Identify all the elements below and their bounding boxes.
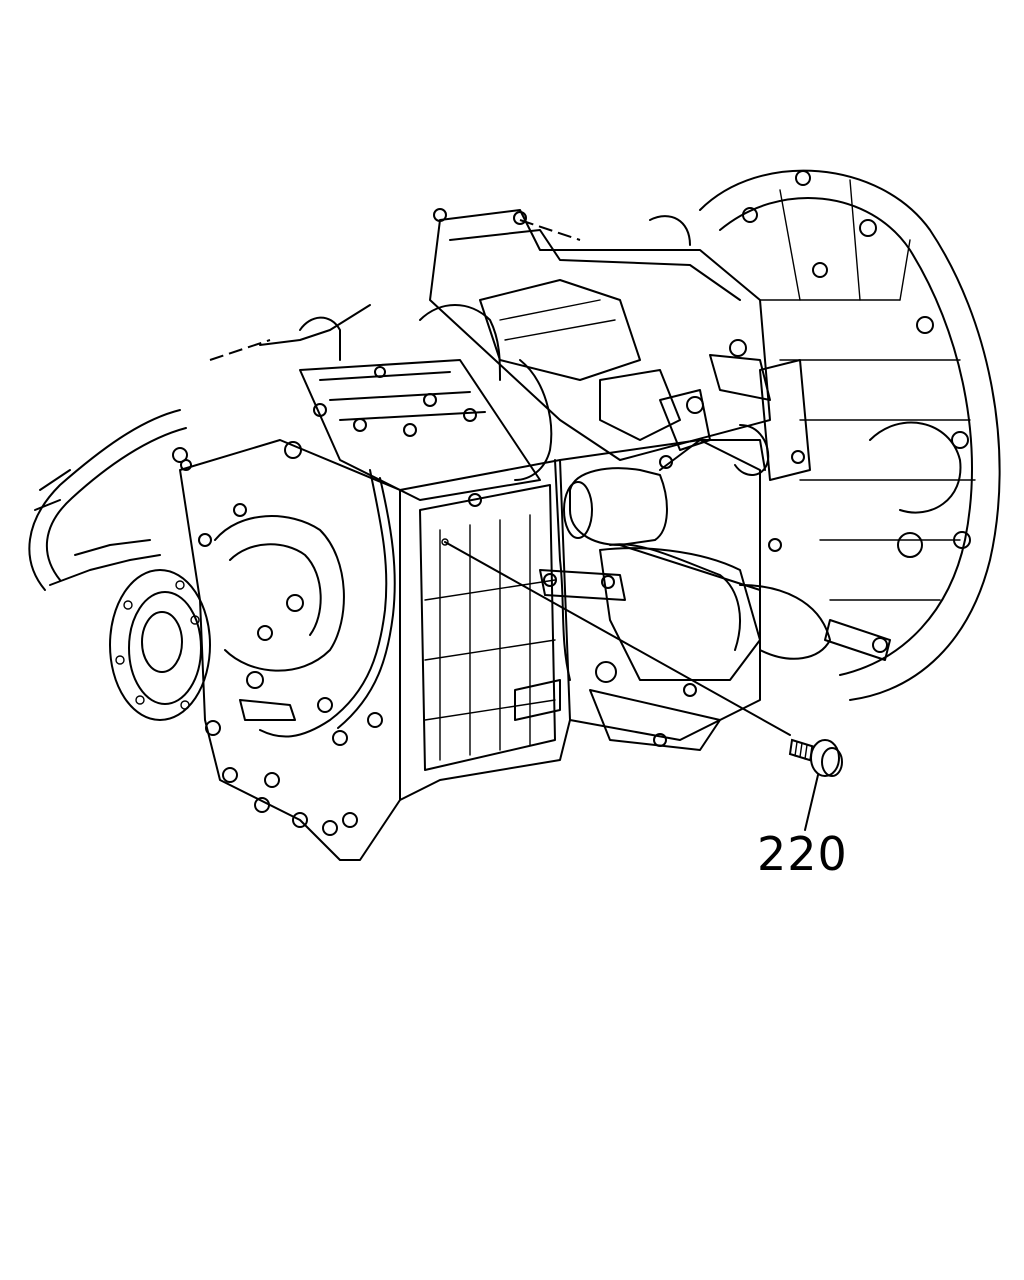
callout-leader [804, 774, 819, 831]
hoses-and-lines [28, 215, 741, 738]
part-number-label: 220 [757, 827, 848, 881]
bell-housing [699, 169, 1001, 701]
leader-line [444, 541, 791, 736]
lower-unit [539, 450, 831, 681]
output-flange [109, 569, 211, 721]
valve-body [299, 359, 541, 507]
rear-housing [172, 439, 401, 861]
leader-origin-dot [441, 538, 449, 546]
clutch-actuator [563, 389, 770, 546]
bolt-icon [788, 738, 843, 777]
callout-220: 220 [441, 538, 848, 881]
top-cover [429, 208, 771, 461]
